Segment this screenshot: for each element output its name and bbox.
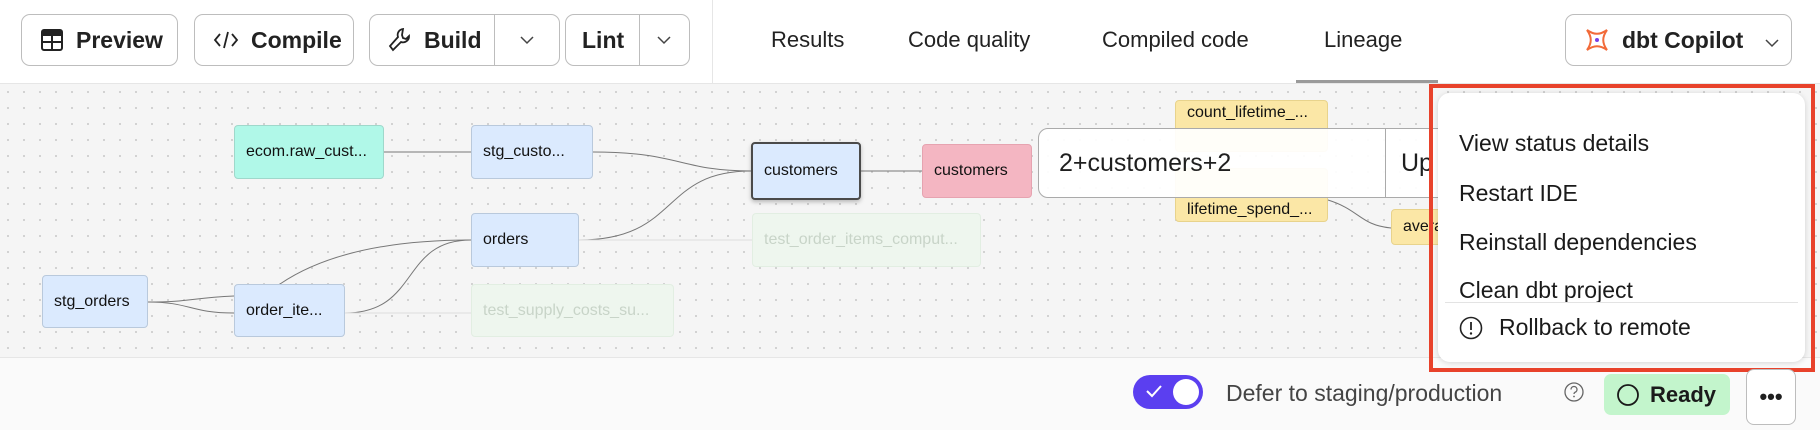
build-dropdown-chevron-icon[interactable]: [494, 15, 559, 65]
edge: [1327, 199, 1392, 229]
more-options-button[interactable]: •••: [1746, 369, 1796, 425]
edge: [279, 239, 472, 285]
build-label: Build: [424, 26, 482, 53]
lineage-node-test[interactable]: test_order_items_comput...: [752, 213, 981, 267]
menu-item-reinstall-dependencies[interactable]: Reinstall dependencies: [1459, 229, 1697, 255]
lineage-node[interactable]: order_ite...: [234, 284, 345, 337]
lineage-node[interactable]: orders: [471, 213, 579, 267]
active-tab-indicator: [1296, 80, 1438, 83]
tab-code-quality[interactable]: Code quality: [908, 27, 1031, 52]
copilot-icon: [1584, 27, 1610, 53]
defer-label: Defer to staging/production: [1226, 380, 1503, 406]
preview-button[interactable]: Preview: [21, 14, 178, 66]
ide-status-menu: View status details Restart IDE Reinstal…: [1438, 93, 1805, 362]
toolbar-divider: [712, 0, 713, 84]
status-circle-icon: [1616, 383, 1640, 407]
edge: [147, 301, 235, 314]
menu-item-rollback-to-remote[interactable]: Rollback to remote: [1459, 314, 1691, 341]
code-icon: [213, 29, 239, 51]
menu-divider: [1445, 302, 1798, 303]
lint-dropdown-chevron-icon[interactable]: [639, 15, 689, 65]
menu-item-restart-ide[interactable]: Restart IDE: [1459, 180, 1578, 206]
lineage-node[interactable]: stg_orders: [42, 275, 148, 328]
table-icon: [40, 28, 64, 52]
lineage-node-selected[interactable]: customers: [751, 142, 861, 200]
defer-toggle[interactable]: [1133, 375, 1203, 409]
help-icon[interactable]: [1563, 381, 1585, 408]
wrench-icon: [388, 27, 412, 53]
tab-compiled-code[interactable]: Compiled code: [1102, 27, 1249, 52]
edge: [344, 239, 472, 314]
highlight-box: [1429, 84, 1815, 372]
lineage-node[interactable]: stg_custo...: [471, 125, 593, 179]
selector-value: 2+customers+2: [1059, 148, 1232, 177]
status-badge[interactable]: Ready: [1604, 374, 1730, 415]
build-button[interactable]: Build: [369, 14, 560, 66]
copilot-label: dbt Copilot: [1622, 26, 1744, 53]
edge: [147, 295, 235, 303]
tab-lineage[interactable]: Lineage: [1324, 27, 1403, 52]
compile-button[interactable]: Compile: [194, 14, 354, 66]
tab-results[interactable]: Results: [771, 27, 845, 52]
alert-circle-icon: [1459, 316, 1483, 340]
lineage-node-exposure[interactable]: customers: [922, 144, 1032, 198]
edge: [578, 170, 752, 241]
dbt-copilot-button[interactable]: dbt Copilot: [1565, 14, 1792, 66]
preview-label: Preview: [76, 26, 163, 53]
menu-item-view-status-details[interactable]: View status details: [1459, 130, 1650, 156]
edge: [592, 151, 752, 172]
lineage-node-source[interactable]: ecom.raw_cust...: [234, 125, 384, 179]
menu-item-clean-dbt-project[interactable]: Clean dbt project: [1459, 277, 1633, 303]
lineage-node-test[interactable]: test_supply_costs_su...: [471, 284, 674, 337]
compile-label: Compile: [251, 26, 342, 53]
check-icon: [1145, 382, 1163, 405]
update-graph-button[interactable]: Up: [1401, 149, 1433, 177]
lint-label: Lint: [582, 26, 625, 53]
lint-button[interactable]: Lint: [565, 14, 690, 66]
node-selector-input[interactable]: 2+customers+2 Up: [1038, 128, 1458, 198]
chevron-down-icon: [1765, 27, 1779, 54]
